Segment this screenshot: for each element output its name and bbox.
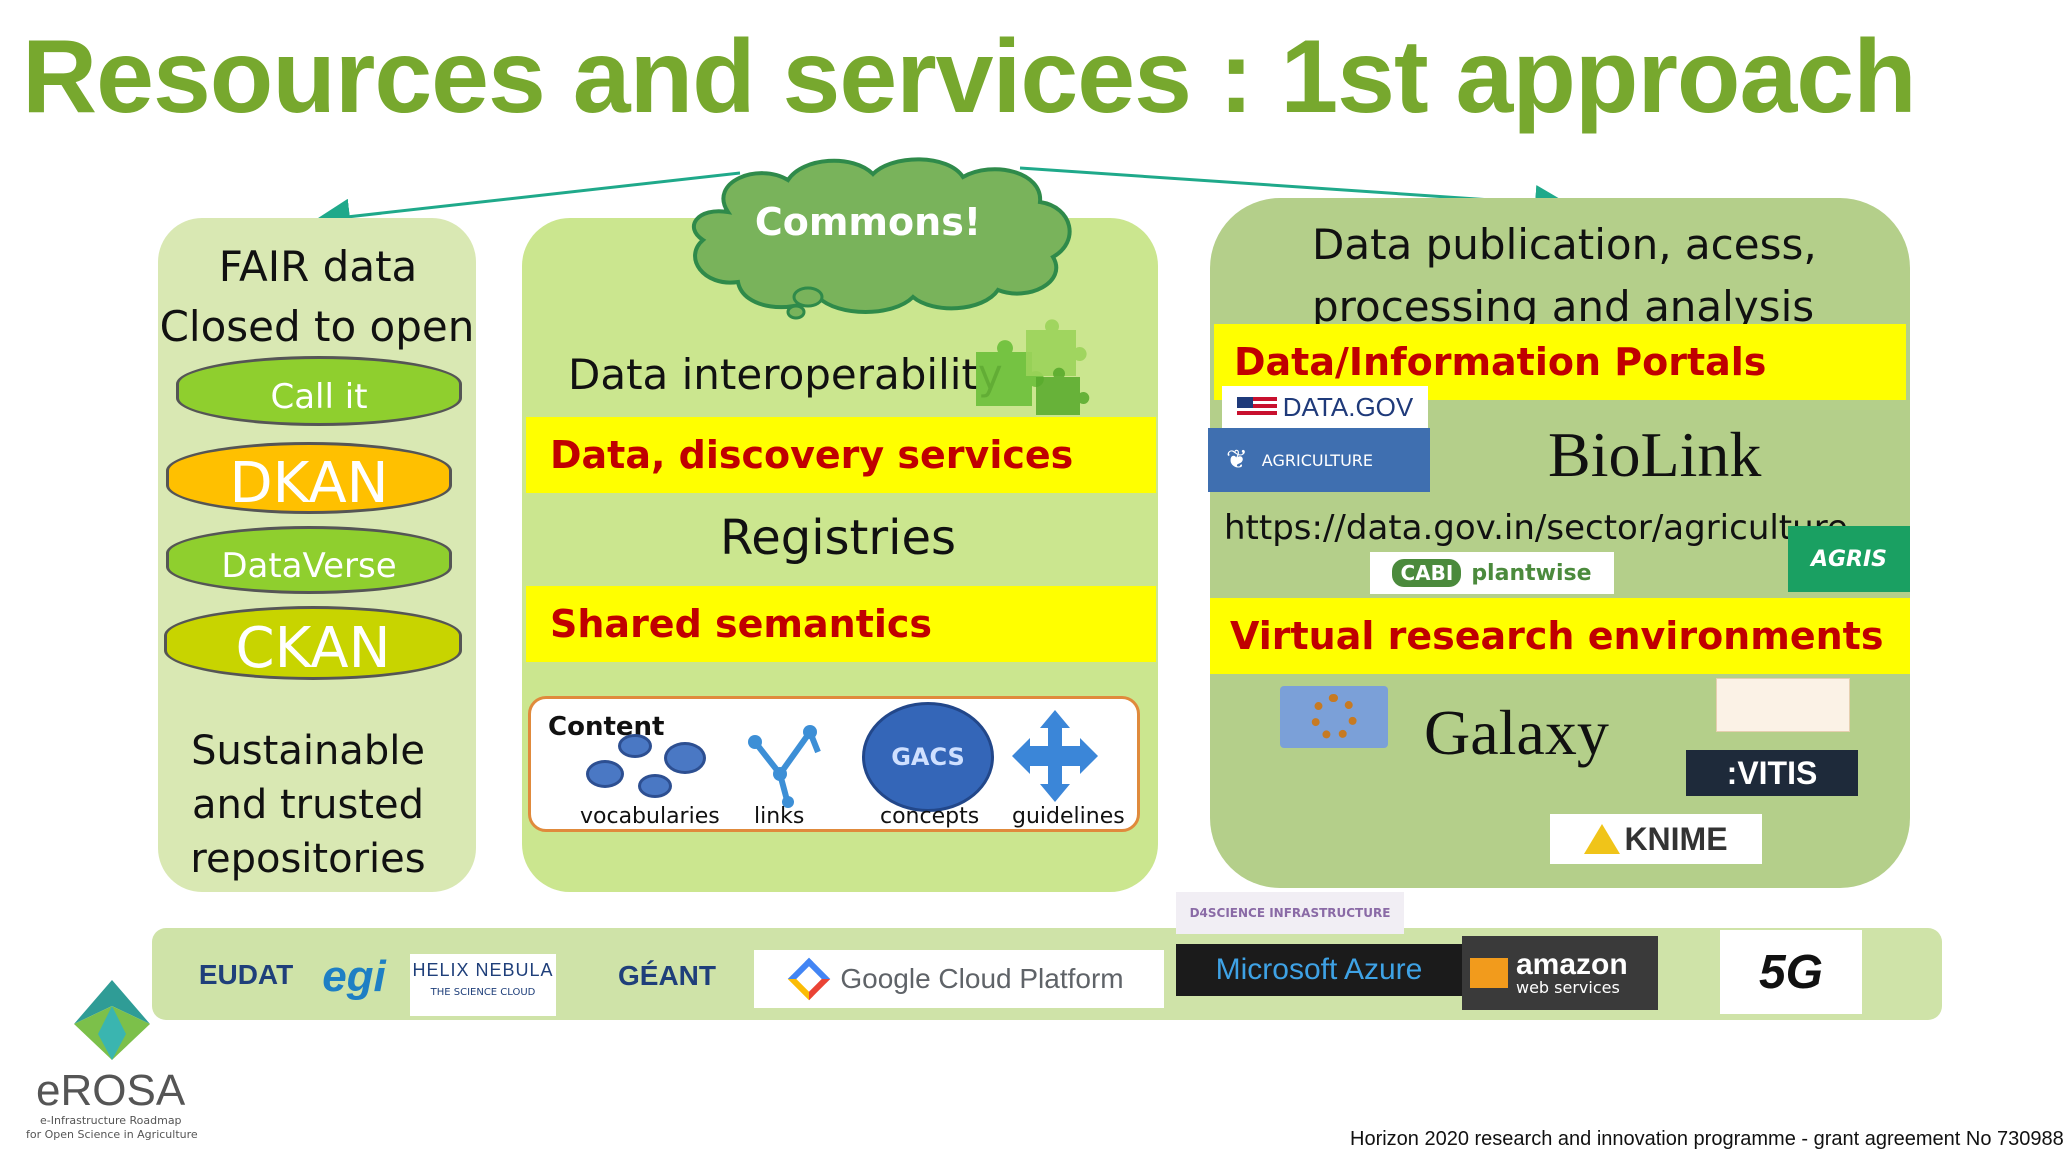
repositories-label: repositories — [190, 836, 426, 882]
erosa-tagline-2: for Open Science in Agriculture — [26, 1128, 198, 1141]
gears-icon — [1280, 686, 1388, 748]
erosa-name: eROSA — [36, 1066, 186, 1115]
institution-seal-logo — [1716, 678, 1850, 732]
egi-logo: egi — [322, 952, 386, 1001]
agris-logo: AGRIS — [1788, 526, 1910, 592]
cabi-plantwise-logo: CABI plantwise — [1370, 552, 1614, 594]
vre-label: Virtual research environments — [1230, 614, 1884, 658]
knime-triangle-icon — [1584, 824, 1621, 854]
cylinder-call-it: Call it — [176, 356, 462, 426]
closed-to-open-heading: Closed to open — [159, 302, 475, 351]
vocabulary-dot-icon — [638, 774, 672, 798]
fair-data-heading: FAIR data — [218, 242, 418, 291]
shared-semantics-label: Shared semantics — [550, 602, 933, 646]
biolink-label: BioLink — [1548, 419, 1762, 490]
data-gov-in-url: https://data.gov.in/sector/agriculture — [1224, 508, 1848, 548]
commons-cloud-icon — [691, 157, 1072, 320]
agriculture-logo: ❦ AGRICULTURE — [1208, 428, 1430, 492]
registries-label: Registries — [720, 510, 956, 566]
and-trusted-label: and trusted — [192, 782, 424, 828]
discovery-services-label: Data, discovery services — [550, 433, 1074, 477]
knime-logo: KNIME — [1550, 814, 1762, 864]
vocabulary-dot-icon — [664, 742, 706, 774]
helix-nebula-logo: HELIX NEBULA THE SCIENCE CLOUD — [410, 954, 556, 1016]
data-gov-logo: DATA.GOV — [1222, 386, 1428, 428]
cylinder-dataverse: DataVerse — [166, 526, 452, 594]
google-cloud-platform-logo: Google Cloud Platform — [754, 950, 1164, 1008]
eudat-logo: EUDAT — [198, 959, 294, 990]
puzzle-pieces-icon — [976, 319, 1090, 415]
cabi-badge: CABI — [1392, 559, 1462, 587]
d4science-logo: D4SCIENCE INFRASTRUCTURE — [1176, 892, 1404, 934]
portals-label: Data/Information Portals — [1234, 340, 1767, 384]
erosa-mountain-icon — [74, 980, 150, 1060]
guidelines-icon — [1012, 710, 1098, 802]
content-item-links: links — [754, 804, 805, 829]
cylinder-dkan: DKAN — [166, 442, 452, 516]
shared-semantics-band — [526, 586, 1156, 662]
erosa-tagline-1: e-Infrastructure Roadmap — [40, 1114, 182, 1127]
geant-logo: GÉANT — [618, 960, 716, 991]
links-icon — [748, 725, 821, 808]
vre-band — [1210, 598, 1910, 674]
data-publication-heading: Data publication, acess, — [1312, 220, 1817, 269]
content-item-guidelines: guidelines — [1012, 804, 1125, 829]
vocabulary-dot-icon — [586, 760, 624, 788]
data-interoperability-heading: Data interoperability — [568, 350, 1003, 399]
content-item-vocabularies: vocabularies — [580, 804, 720, 829]
vocabulary-dot-icon — [618, 734, 652, 758]
content-item-concepts: concepts — [880, 804, 980, 829]
galaxy-label: Galaxy — [1424, 697, 1609, 768]
5g-logo: 5G — [1720, 930, 1862, 1014]
vitis-logo: :VITIS — [1686, 750, 1858, 796]
gacs-globe-icon: GACS — [862, 702, 994, 812]
discovery-services-band — [526, 417, 1156, 493]
slide-title: Resources and services : 1st approach — [22, 19, 1917, 135]
commons-label: Commons! — [754, 200, 982, 244]
grant-footer: Horizon 2020 research and innovation pro… — [1350, 1128, 2064, 1150]
google-cloud-icon — [788, 957, 831, 1001]
microsoft-azure-logo: Microsoft Azure — [1176, 944, 1462, 996]
arrow-to-left-panel — [314, 171, 741, 235]
aws-cubes-icon — [1470, 958, 1508, 988]
gacs-label: GACS — [891, 743, 965, 771]
wheat-icon: ❦ — [1226, 445, 1248, 475]
processing-analysis-heading: processing and analysis — [1312, 282, 1815, 331]
sustainable-label: Sustainable — [191, 728, 425, 774]
cylinder-ckan: CKAN — [164, 606, 462, 681]
amazon-web-services-logo: amazon web services — [1462, 936, 1658, 1010]
